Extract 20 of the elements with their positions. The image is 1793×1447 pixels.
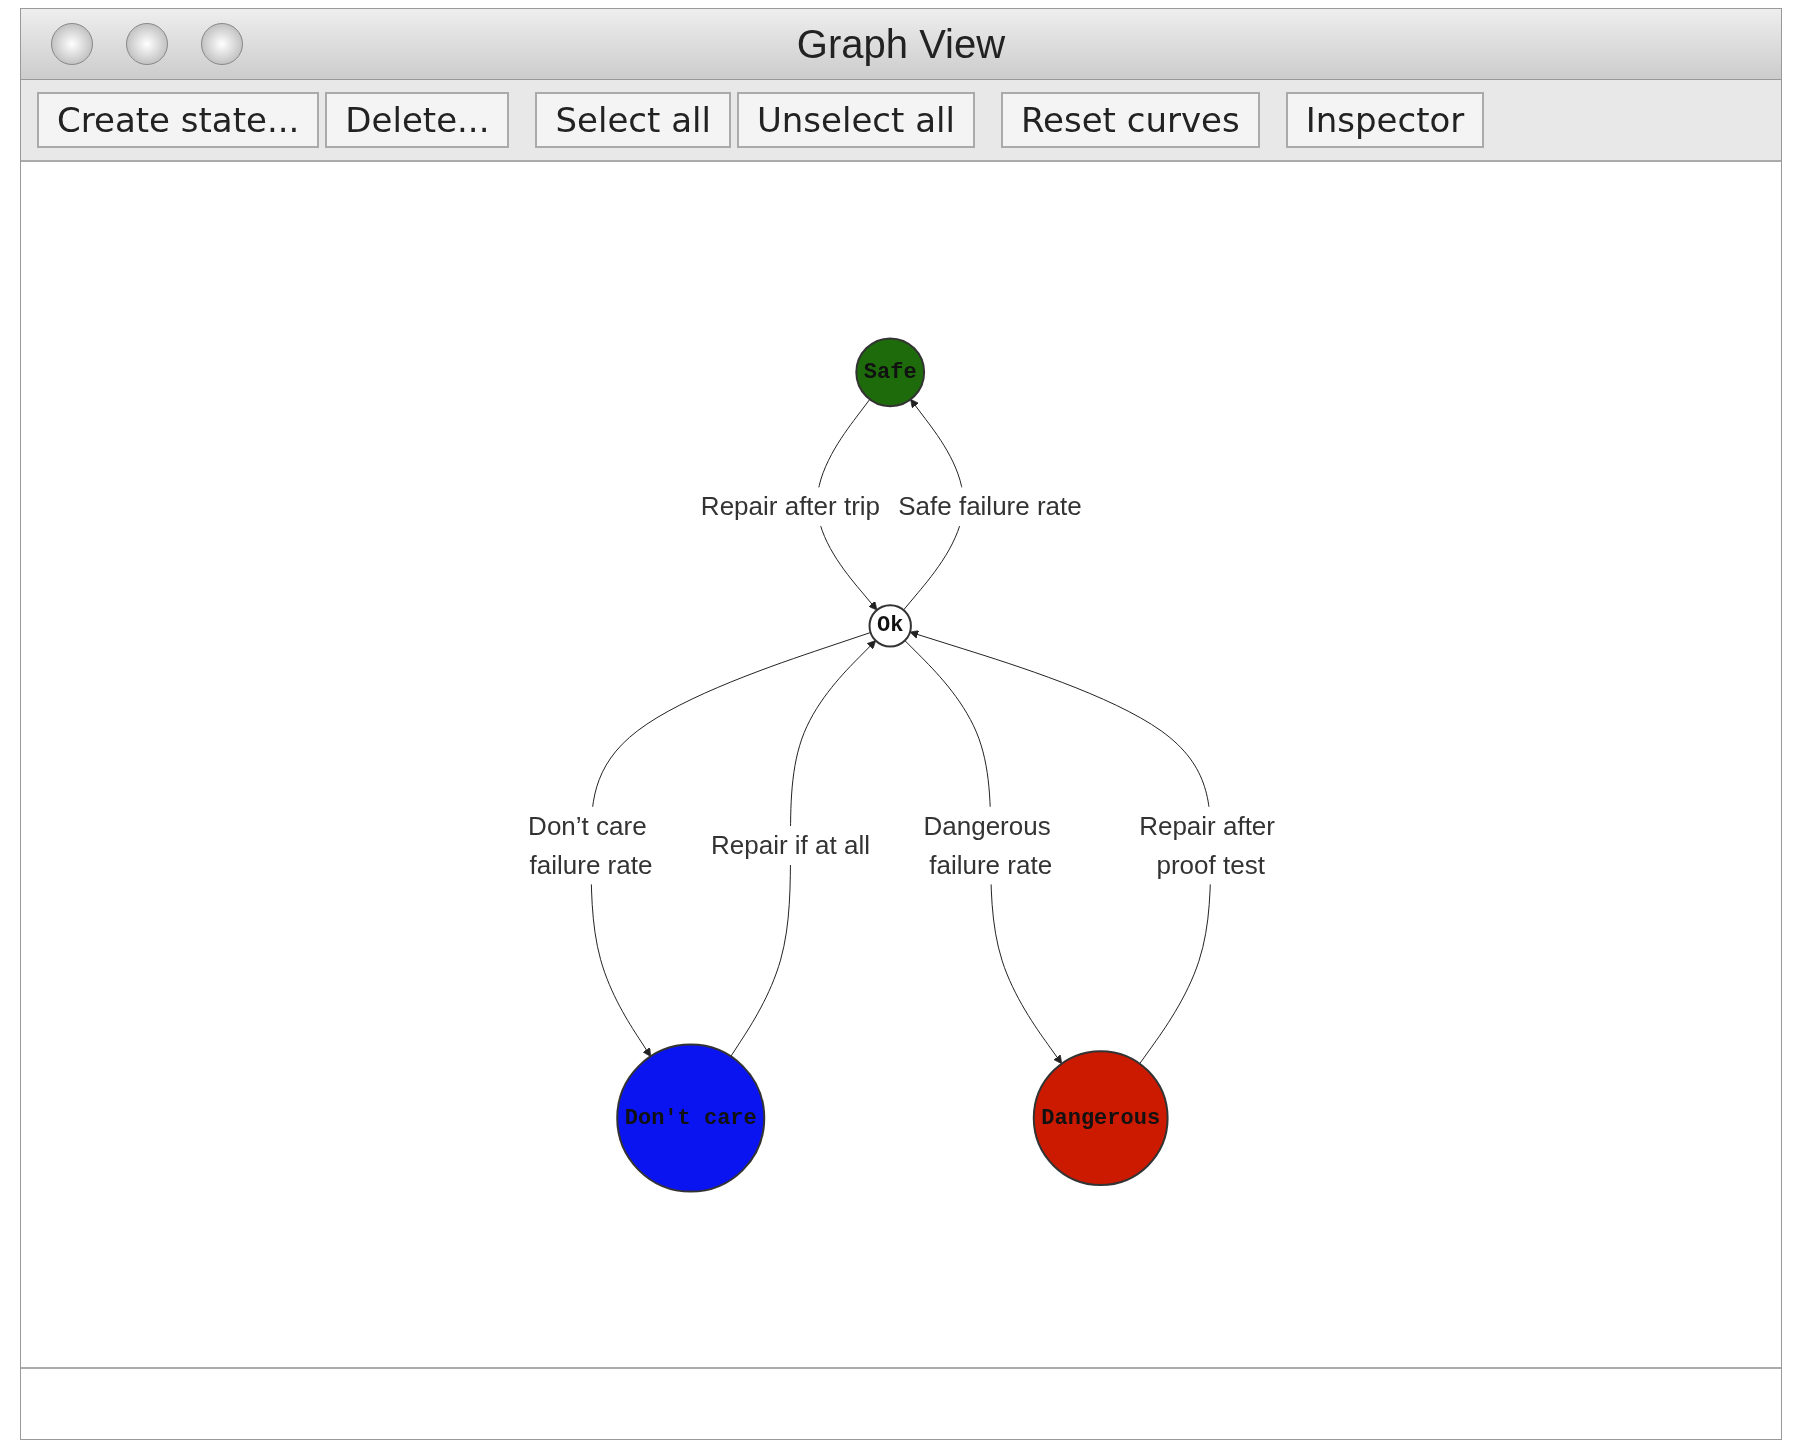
toolbar-button: Create state... <box>37 92 320 148</box>
toolbar-button: Delete... <box>325 92 510 148</box>
node-circle <box>616 1043 766 1193</box>
toolbar-button: Inspector <box>1285 92 1485 148</box>
node-circle <box>1032 1049 1169 1186</box>
toolbar-button: Unselect all <box>736 92 975 148</box>
edge-label: Dangerous failure rate <box>923 810 1053 880</box>
toolbar-button: Select all <box>535 92 731 148</box>
node-circle <box>855 336 926 407</box>
toolbar-button: Reset curves <box>1000 92 1260 148</box>
edge-label: Safe failure rate <box>898 490 1082 521</box>
edge-label: Repair after proof test <box>1139 810 1276 880</box>
edge-label: Repair after trip <box>701 490 881 521</box>
edge-label: Repair if at all <box>711 829 871 860</box>
node-circle <box>868 603 913 648</box>
app-window: Graph View Create state... Delete... Select all Unselect all Reset curves Inspector Repair after trip Safe failure rate Don’t care failure rate Repair if at all Repair after proof test Dangerous failure rate Safe Ok Don't care Dangerous <box>20 8 1782 1440</box>
arrow <box>730 639 877 1057</box>
edge-label: Don’t care failure rate <box>528 810 653 880</box>
window-title: Graph View <box>796 21 1006 67</box>
arrow <box>590 631 872 1057</box>
